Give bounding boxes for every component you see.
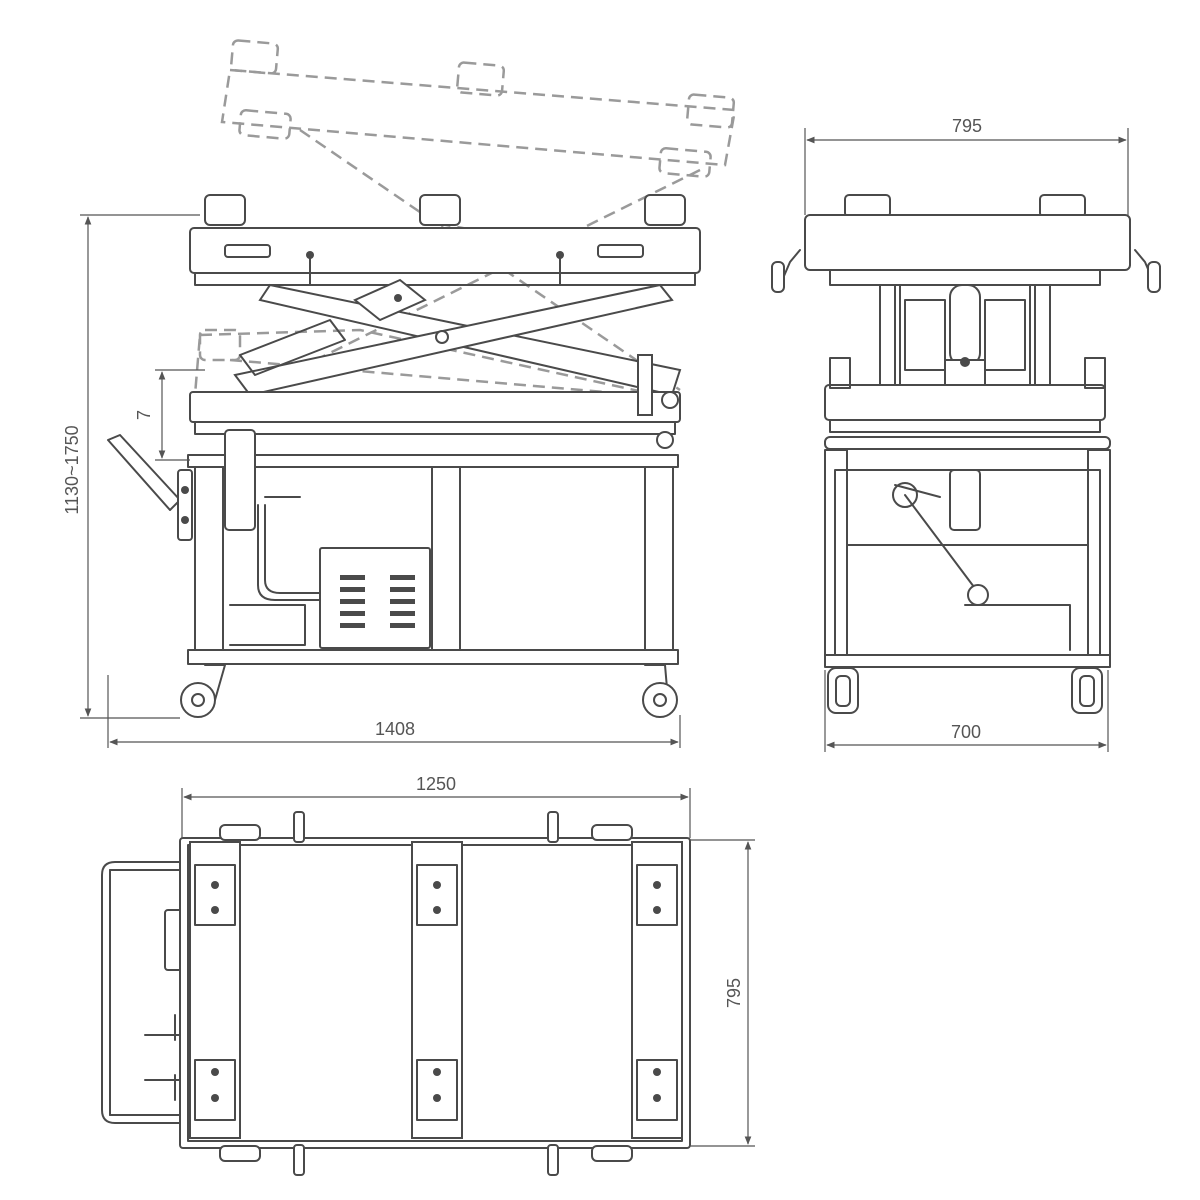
post [637,354,653,416]
handle-slot [597,244,644,258]
side-lift-mechanism [879,284,1051,396]
table-pad [419,194,461,226]
frame-cabinet [187,429,679,665]
dim-front-width: 1408 [107,675,681,748]
front-view: 1408 1130~1750 7 [62,39,737,748]
tabletop [189,194,701,286]
dim-front-height: 1130~1750 [62,214,200,719]
side-handle [771,261,785,293]
side-view: 795 700 [771,116,1161,752]
rail-right [631,841,683,1139]
caster-left [180,664,226,718]
dim-label: 795 [952,116,982,136]
scissor-lift [233,278,682,397]
handle-slot [224,244,271,258]
control-box [319,547,431,649]
dim-label: 7 [134,410,154,420]
hydraulic-cylinder [224,429,256,531]
vent-grille [340,575,415,628]
foot-pedal [107,434,193,541]
dim-label: 795 [724,978,744,1008]
table-pad [644,194,686,226]
side-tabletop [804,214,1131,271]
side-caster-right [1071,667,1103,714]
dim-lift-small: 7 [134,369,205,461]
caster-right [642,664,678,718]
side-caster-left [827,667,859,714]
dim-label: 1250 [416,774,456,794]
dim-top-width: 1250 [181,774,691,838]
dim-side-bottom: 700 [824,670,1109,752]
dim-top-depth: 795 [690,839,755,1147]
rail-left [189,841,241,1139]
dim-label: 1408 [375,719,415,739]
side-handle [1147,261,1161,293]
top-view: 1250 795 [101,774,755,1176]
side-frame [824,436,1111,668]
lower-platform [189,354,681,449]
dim-label: 1130~1750 [62,425,82,514]
rail-center [411,841,463,1139]
push-handle [101,861,183,1124]
pivot-pin [435,330,449,344]
dim-label: 700 [951,722,981,742]
table-pad [204,194,246,226]
dim-side-top: 795 [804,116,1129,215]
